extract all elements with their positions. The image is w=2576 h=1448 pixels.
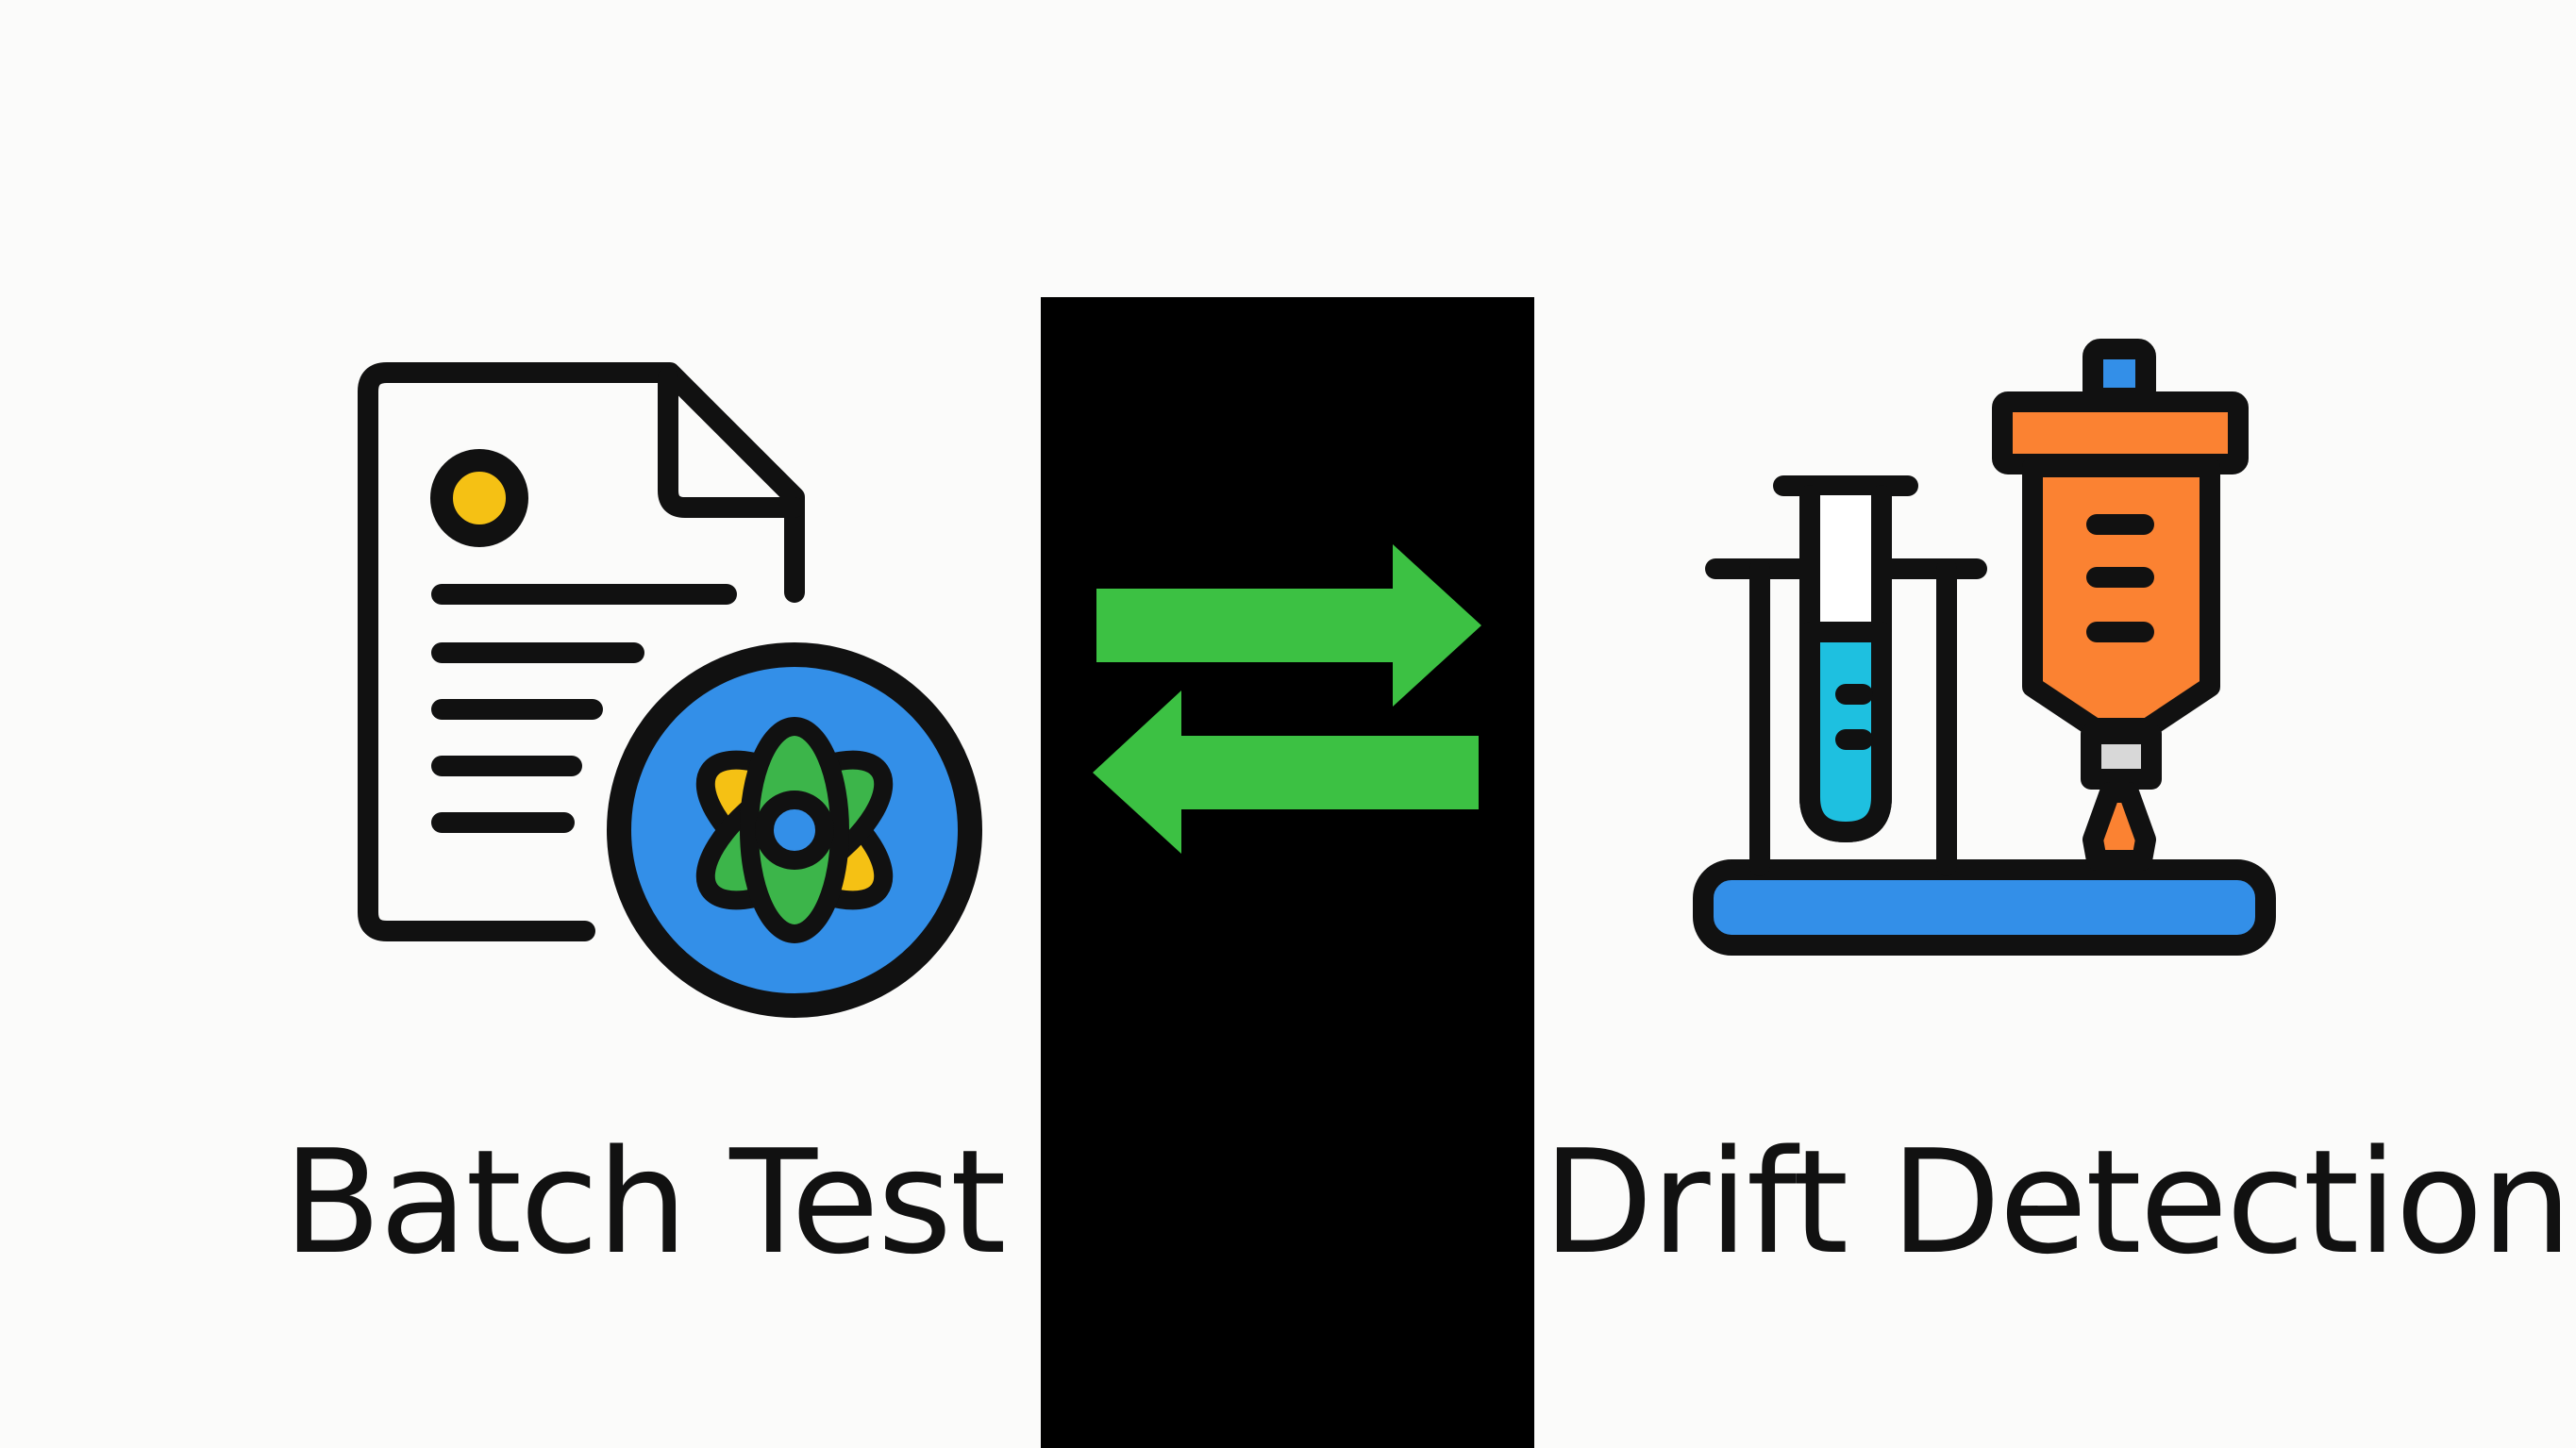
atom-badge-icon xyxy=(607,642,982,1018)
base-tray xyxy=(1693,859,2276,956)
center-divider xyxy=(1041,297,1534,1448)
document-with-atom-badge-icon xyxy=(358,362,982,1018)
batch-test-label: Batch Test xyxy=(283,1119,1007,1286)
yellow-dot-icon xyxy=(430,449,528,547)
test-tube-and-syringe-icon xyxy=(1693,339,2276,956)
syringe-barrel xyxy=(2022,457,2220,739)
bidirectional-arrows-icon xyxy=(1093,544,1481,854)
drift-detection-label: Drift Detection xyxy=(1543,1119,2572,1286)
